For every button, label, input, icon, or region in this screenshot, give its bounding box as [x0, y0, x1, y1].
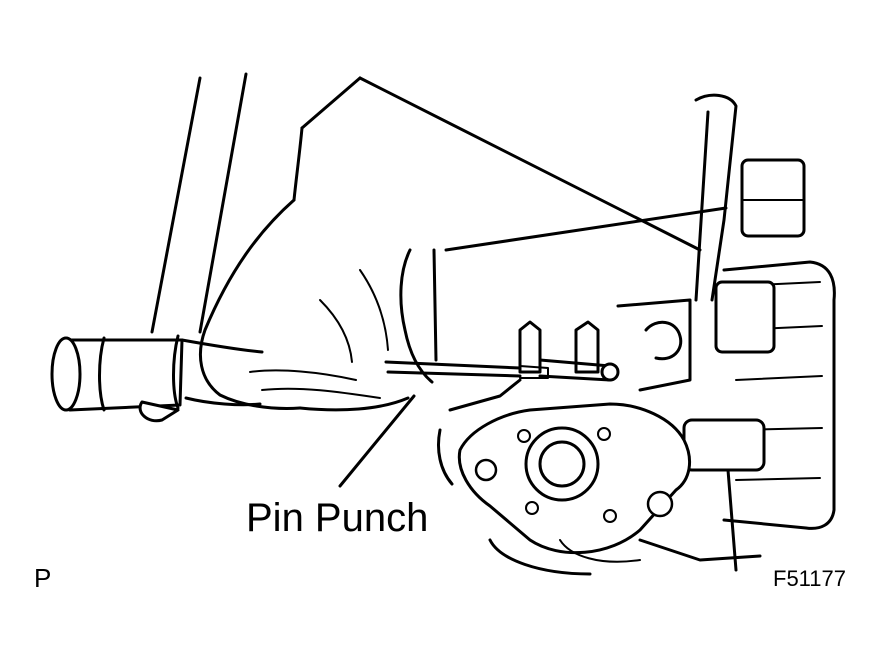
hammer-head: [50, 334, 184, 423]
brake-caliper-assembly: [437, 93, 836, 576]
pin-punch-leader-line: [338, 394, 416, 488]
sleeve: [292, 76, 728, 252]
pin-punch-tool: [384, 360, 549, 379]
pin-punch-label: Pin Punch: [246, 496, 429, 540]
hammer-handle: [150, 72, 248, 334]
corner-mark: P: [34, 563, 52, 593]
hand: [180, 198, 438, 412]
figure-id: F51177: [773, 566, 846, 591]
